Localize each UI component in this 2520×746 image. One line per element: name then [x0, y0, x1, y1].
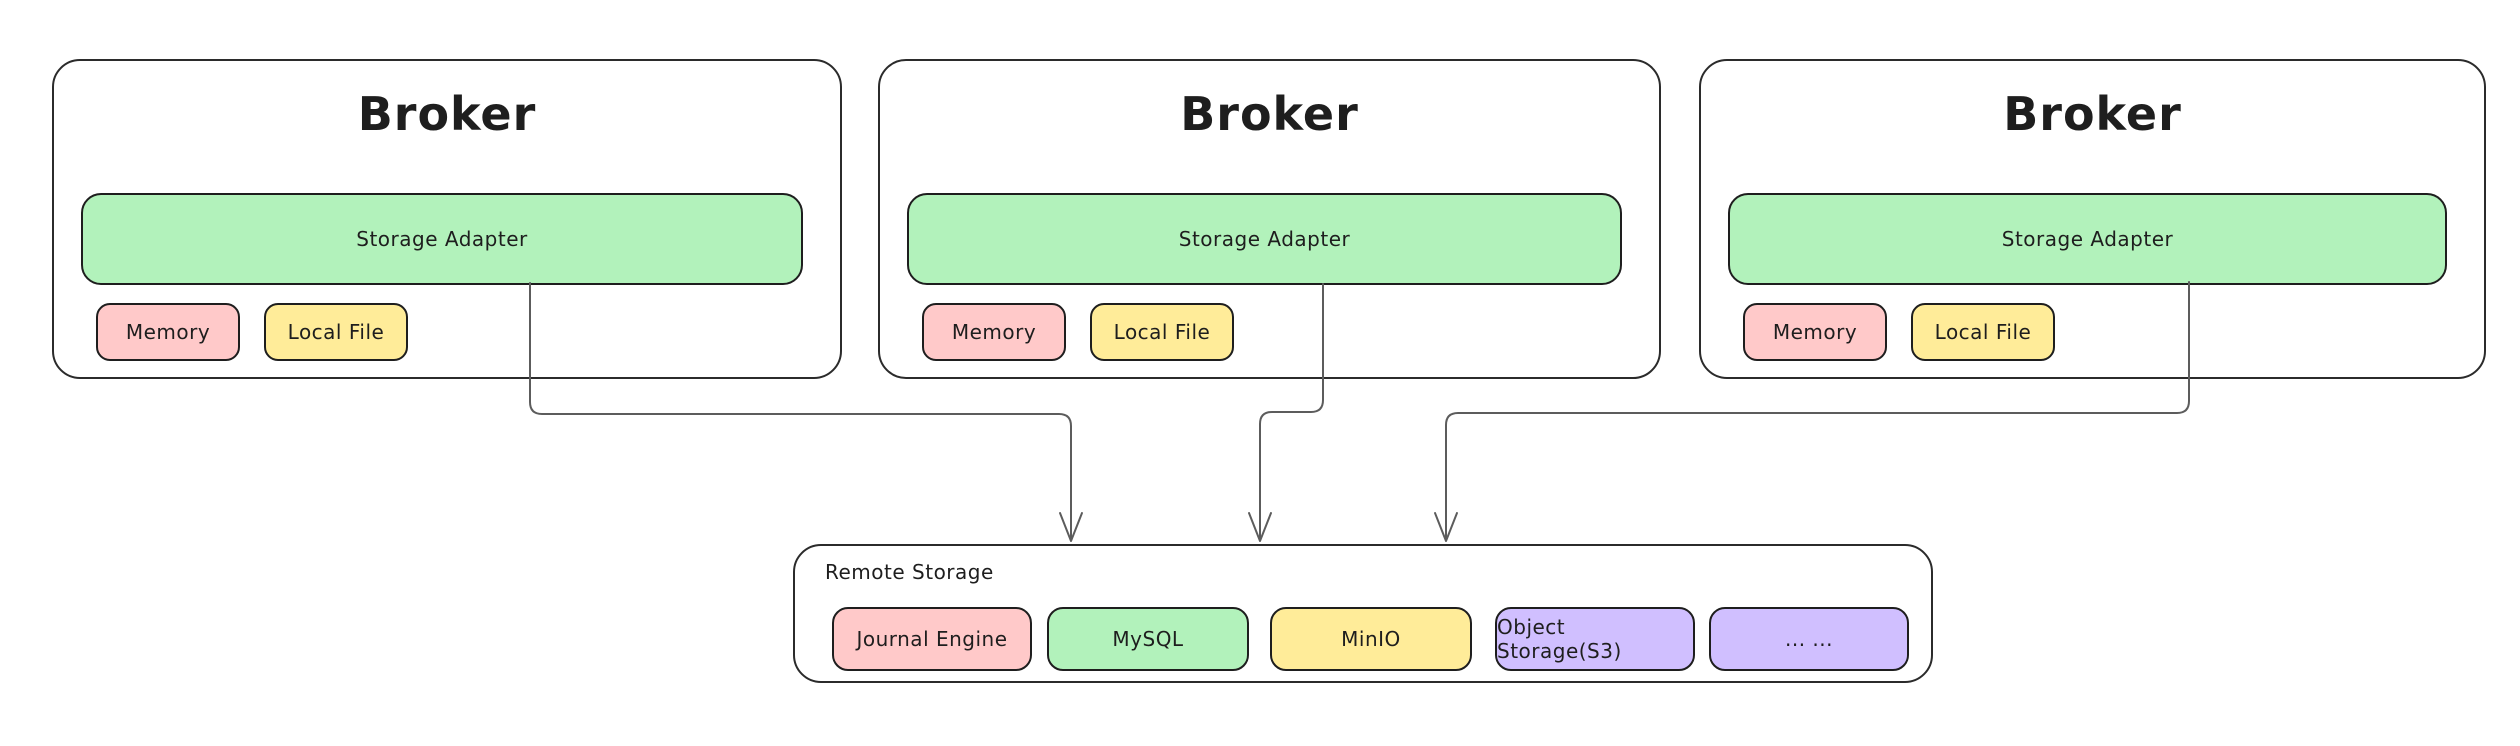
broker-2-storage-adapter-label: Storage Adapter — [1178, 227, 1351, 251]
remote-item-journal-engine: Journal Engine — [832, 607, 1032, 671]
remote-item-object-storage-s3: Object Storage(S3) — [1495, 607, 1695, 671]
broker-2-memory: Memory — [922, 303, 1066, 361]
remote-item-journal-engine-label: Journal Engine — [856, 627, 1008, 651]
remote-item-mysql: MySQL — [1047, 607, 1249, 671]
broker-2-title: Broker — [1180, 87, 1359, 141]
arrowhead-broker3-icon — [1434, 512, 1458, 542]
broker-3-memory: Memory — [1743, 303, 1887, 361]
arrowhead-broker1-icon — [1059, 512, 1083, 542]
broker-3-memory-label: Memory — [1772, 320, 1858, 344]
broker-2-local-file-label: Local File — [1113, 320, 1211, 344]
remote-storage-title: Remote Storage — [825, 560, 994, 584]
remote-item-ellipsis-label: ... ... — [1784, 627, 1833, 651]
broker-1-local-file-label: Local File — [287, 320, 385, 344]
arrowhead-broker2-icon — [1248, 512, 1272, 542]
broker-2-storage-adapter: Storage Adapter — [907, 193, 1622, 285]
broker-2-memory-label: Memory — [951, 320, 1037, 344]
broker-3-storage-adapter-label: Storage Adapter — [2001, 227, 2174, 251]
broker-1-memory-label: Memory — [125, 320, 211, 344]
broker-1-storage-adapter-label: Storage Adapter — [356, 227, 528, 251]
broker-1-storage-adapter: Storage Adapter — [81, 193, 803, 285]
broker-3-local-file-label: Local File — [1934, 320, 2032, 344]
remote-item-minio-label: MinIO — [1341, 627, 1401, 651]
broker-3-local-file: Local File — [1911, 303, 2055, 361]
broker-1-title: Broker — [357, 87, 537, 141]
remote-item-mysql-label: MySQL — [1112, 627, 1184, 651]
remote-item-minio: MinIO — [1270, 607, 1472, 671]
broker-3-title: Broker — [2003, 87, 2182, 141]
remote-item-ellipsis: ... ... — [1709, 607, 1909, 671]
broker-2-box: Broker Storage Adapter Memory Local File — [878, 59, 1661, 379]
broker-3-box: Broker Storage Adapter Memory Local File — [1699, 59, 2486, 379]
broker-1-local-file: Local File — [264, 303, 408, 361]
broker-1-box: Broker Storage Adapter Memory Local File — [52, 59, 842, 379]
broker-1-memory: Memory — [96, 303, 240, 361]
remote-storage-box: Remote Storage Journal Engine MySQL MinI… — [793, 544, 1933, 683]
broker-3-storage-adapter: Storage Adapter — [1728, 193, 2447, 285]
remote-item-object-storage-s3-label: Object Storage(S3) — [1497, 615, 1622, 663]
broker-2-local-file: Local File — [1090, 303, 1234, 361]
